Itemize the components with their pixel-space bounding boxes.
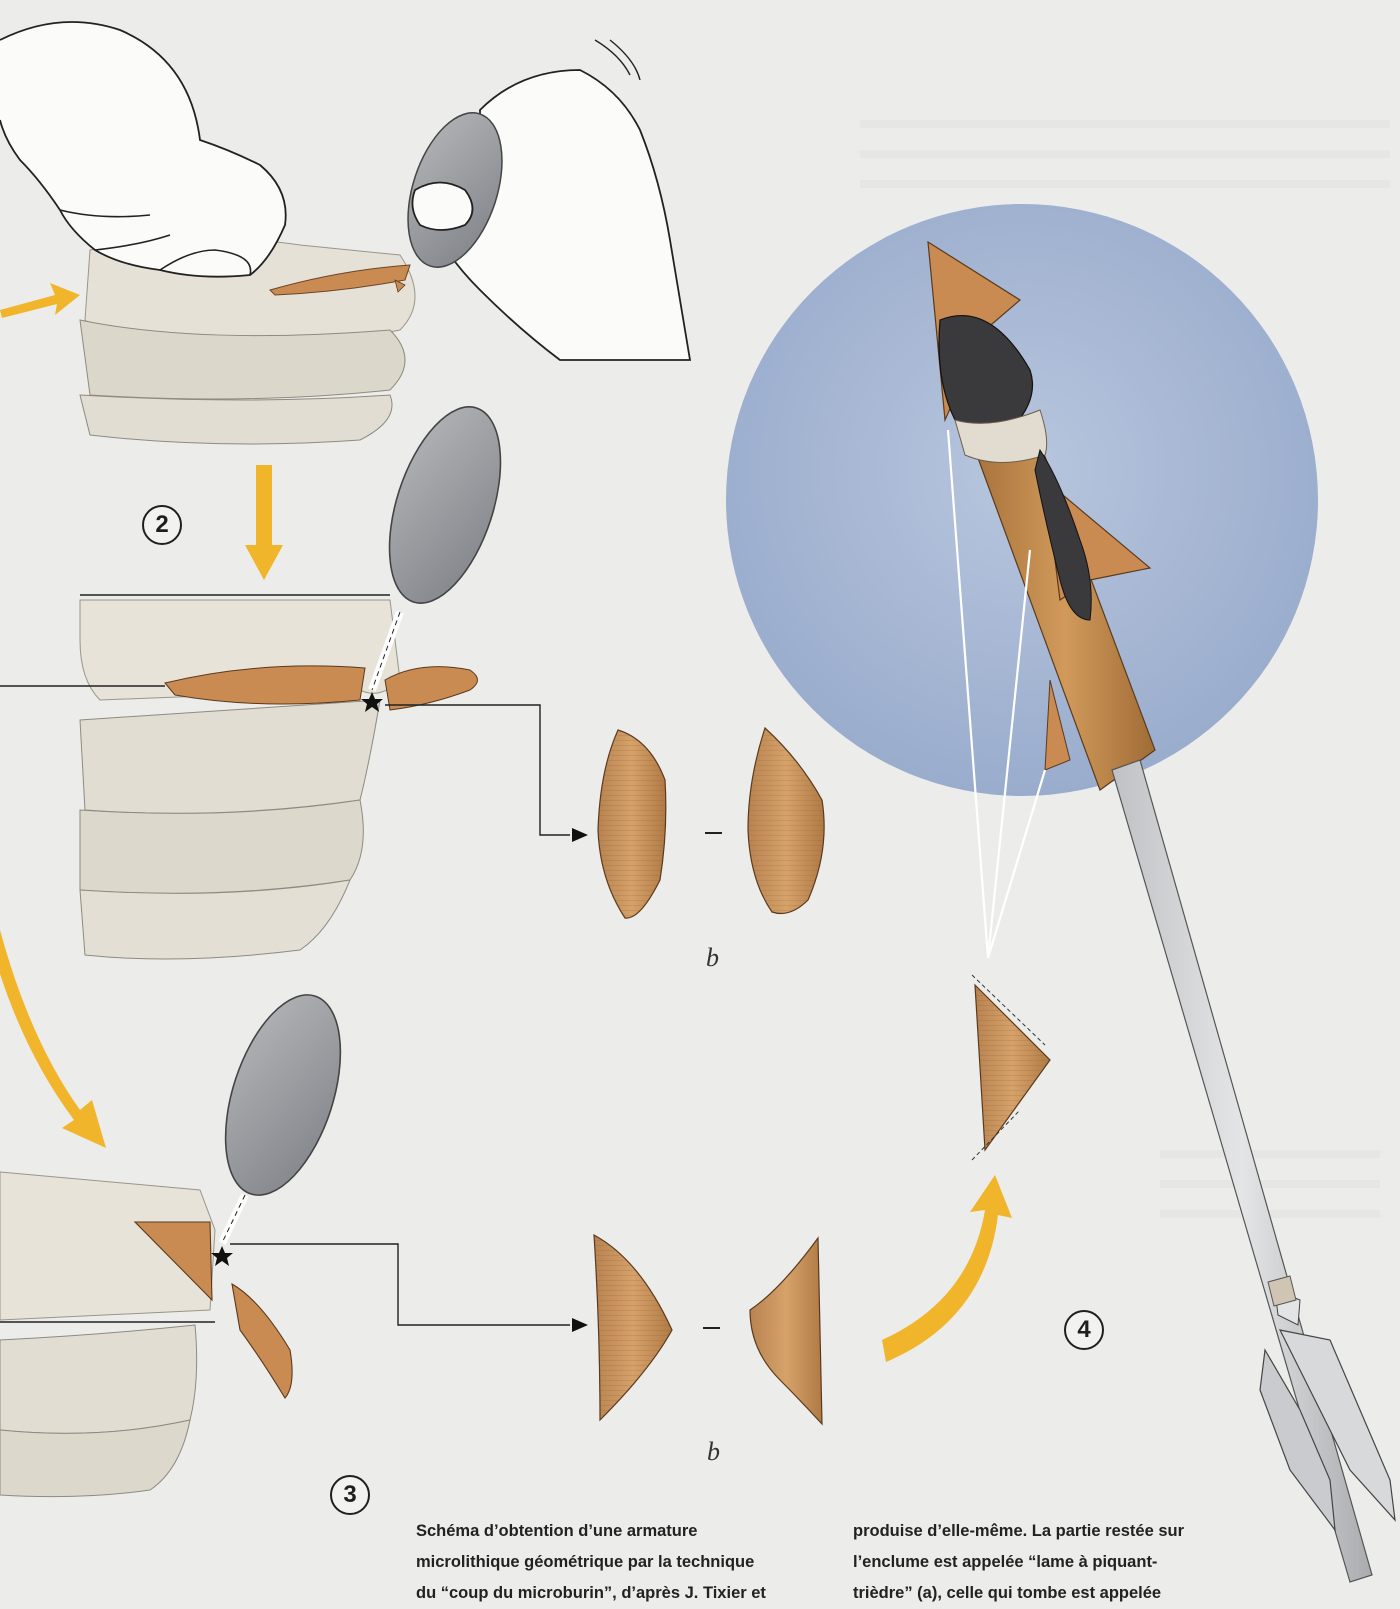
hammerstone-falling [368,393,522,617]
fragments-bottom [594,1235,822,1424]
step2-scene [0,393,588,959]
caption-right-line-3: trièdre” (a), celle qui tombe est appelé… [853,1578,1184,1609]
fragment-label-bottom: b [707,1437,720,1467]
step-number-4: 4 [1064,1310,1104,1350]
caption-left: Schéma d’obtention d’une armature microl… [416,1516,766,1609]
caption-right: produise d’elle-même. La partie restée s… [853,1516,1184,1609]
hammerstone-step3 [203,981,362,1210]
yellow-arrow-down [245,465,283,580]
yellow-arrow-curved-up [882,1175,1012,1362]
caption-right-line-1: produise d’elle-même. La partie restée s… [853,1516,1184,1547]
fragments-top [598,728,824,918]
caption-left-line-3: du “coup du microburin”, d’après J. Tixi… [416,1578,766,1609]
step-number-3: 3 [330,1475,370,1515]
fragment-label-top: b [706,943,719,973]
step-number-2: 2 [142,505,182,545]
step3-scene [0,981,588,1497]
caption-left-line-1: Schéma d’obtention d’une armature [416,1516,766,1547]
step4-scene [726,204,1395,1582]
step-number-4-text: 4 [1077,1316,1090,1344]
connector-line-bottom [230,1244,570,1325]
caption-left-line-2: microlithique géométrique par la techniq… [416,1547,766,1578]
arrow-shaft [1112,760,1372,1582]
step-number-2-text: 2 [155,511,168,539]
step1-hands-scene [0,22,690,444]
yellow-arrow-curved-left [0,930,106,1148]
step-number-3-text: 3 [343,1481,356,1509]
left-hand [0,22,286,277]
blade-right-part [385,667,478,710]
yellow-arrow-left-top [0,283,80,318]
caption-right-line-2: l’enclume est appelée “lame à piquant- [853,1547,1184,1578]
